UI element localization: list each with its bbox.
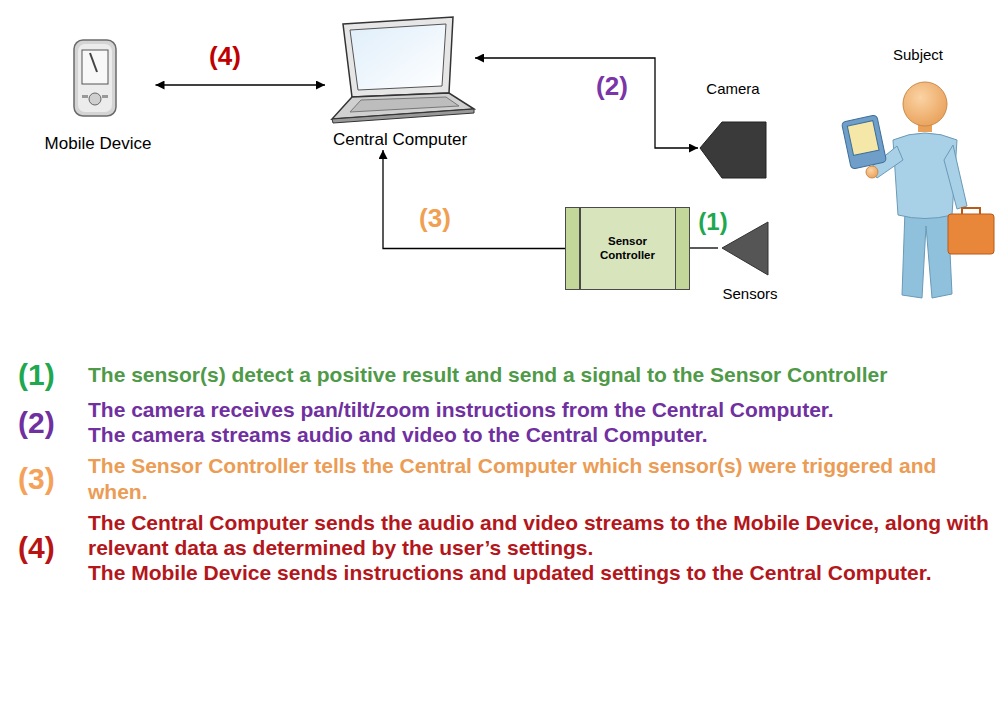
mobile-device-icon	[74, 40, 116, 116]
held-device-screen	[847, 121, 879, 156]
callout-number: (1)	[698, 208, 727, 236]
note-column: The sensor(s) detect a positive result a…	[88, 362, 996, 387]
controller-box: Sensor Controller	[565, 207, 690, 290]
callout-number: (3)	[419, 204, 451, 234]
figure-torso	[893, 133, 957, 219]
note-text: The Central Computer sends the audio and…	[88, 510, 996, 560]
camera-shape	[700, 122, 766, 178]
notes-panel: (1)The sensor(s) detect a positive resul…	[18, 358, 996, 591]
callout-number: (2)	[18, 406, 88, 439]
connector-arrow	[156, 84, 326, 85]
subject-label-node: Subject	[834, 46, 1002, 304]
figure-arm	[944, 145, 967, 209]
note-row: (2)The camera receives pan/tilt/zoom ins…	[18, 397, 996, 447]
device-face	[78, 44, 112, 112]
note-row: (4)The Central Computer sends the audio …	[18, 510, 996, 586]
device-key	[102, 95, 108, 98]
node-label: Camera	[706, 80, 759, 97]
connector-arrow	[690, 247, 718, 248]
sensor-icon	[722, 222, 768, 275]
laptop-lid	[343, 17, 453, 97]
device-label-node: Mobile Device	[41, 36, 156, 154]
note-text: The Sensor Controller tells the Central …	[88, 453, 996, 503]
node-label: Mobile Device	[45, 134, 152, 154]
callout-number: (4)	[18, 531, 88, 564]
device-screen	[82, 50, 108, 84]
note-text: The camera receives pan/tilt/zoom instru…	[88, 397, 996, 422]
note-column: The camera receives pan/tilt/zoom instru…	[88, 397, 996, 447]
node-label: Central Computer	[333, 130, 467, 150]
node-label: Subject	[893, 46, 943, 63]
figure-hand	[866, 166, 878, 178]
note-row: (1)The sensor(s) detect a positive resul…	[18, 358, 996, 391]
note-row: (3)The Sensor Controller tells the Centr…	[18, 453, 996, 503]
device-key	[82, 95, 88, 98]
device-stylus	[90, 53, 97, 72]
node-label: Sensors	[722, 285, 777, 302]
note-text: The Mobile Device sends instructions and…	[88, 560, 996, 585]
device-body	[74, 40, 116, 116]
computer-label-node: Central Computer	[325, 18, 475, 150]
sensor-shape	[722, 222, 768, 275]
note-column: The Sensor Controller tells the Central …	[88, 453, 996, 503]
briefcase-handle	[962, 208, 980, 214]
connector-arrow	[383, 150, 565, 249]
camera-label-node: Camera	[698, 80, 768, 180]
connector-arrow	[475, 58, 698, 148]
note-text: The camera streams audio and video to th…	[88, 422, 996, 447]
camera-icon	[700, 122, 766, 178]
figure-head	[903, 82, 947, 126]
figure-legs	[902, 210, 952, 298]
note-text: The sensor(s) detect a positive result a…	[88, 362, 996, 387]
laptop-screen	[350, 24, 446, 90]
node-label: Sensor Controller	[586, 235, 670, 261]
laptop-icon	[332, 17, 474, 123]
callout-number: (4)	[209, 42, 241, 72]
note-column: The Central Computer sends the audio and…	[88, 510, 996, 586]
held-device	[841, 115, 886, 169]
subject-figure	[841, 82, 994, 298]
callout-number: (1)	[18, 358, 88, 391]
device-button	[89, 93, 101, 105]
callout-number: (3)	[18, 462, 88, 495]
briefcase	[948, 214, 994, 254]
held-device-body	[841, 115, 886, 169]
callout-number: (2)	[596, 72, 628, 102]
laptop-keyboard	[350, 97, 459, 112]
